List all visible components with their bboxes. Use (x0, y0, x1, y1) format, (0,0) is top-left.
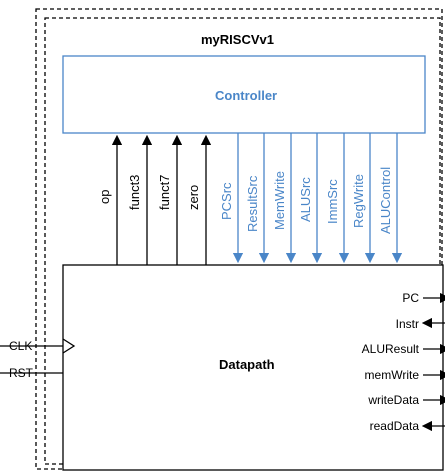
port-label-rst: RST (9, 366, 33, 380)
port-label-pc: PC (402, 291, 419, 305)
clock-triangle (62, 338, 76, 354)
signal-label-memwrite: MemWrite (272, 171, 287, 230)
signal-label-pcsrc: PCSrc (219, 182, 234, 220)
signal-label-op: op (97, 189, 112, 204)
signal-label-alucontrol: ALUControl (378, 166, 393, 234)
signal-label-resultsrc: ResultSrc (245, 175, 260, 232)
port-label-clk: CLK (9, 339, 33, 353)
datapath-block (62, 264, 444, 471)
port-label-readdata: readData (369, 419, 419, 433)
controller-block (62, 55, 426, 134)
port-label-memwrite: memWrite (364, 368, 419, 382)
signal-label-funct3: funct3 (127, 174, 142, 210)
signal-label-funct7: funct7 (157, 174, 172, 210)
signal-label-alusrc: ALUSrc (298, 177, 313, 222)
controller-label: Controller (215, 88, 278, 103)
port-label-aluresult: ALUResult (361, 342, 419, 356)
signal-label-regwrite: RegWrite (351, 174, 366, 228)
datapath-label: Datapath (219, 357, 275, 372)
module-boundary-outer (35, 8, 443, 470)
signal-label-zero: zero (186, 184, 201, 210)
port-label-instr: Instr (395, 317, 419, 331)
signal-label-immsrc: ImmSrc (325, 179, 340, 224)
module-title: myRISCVv1 (201, 32, 274, 47)
port-label-writedata: writeData (368, 393, 419, 407)
